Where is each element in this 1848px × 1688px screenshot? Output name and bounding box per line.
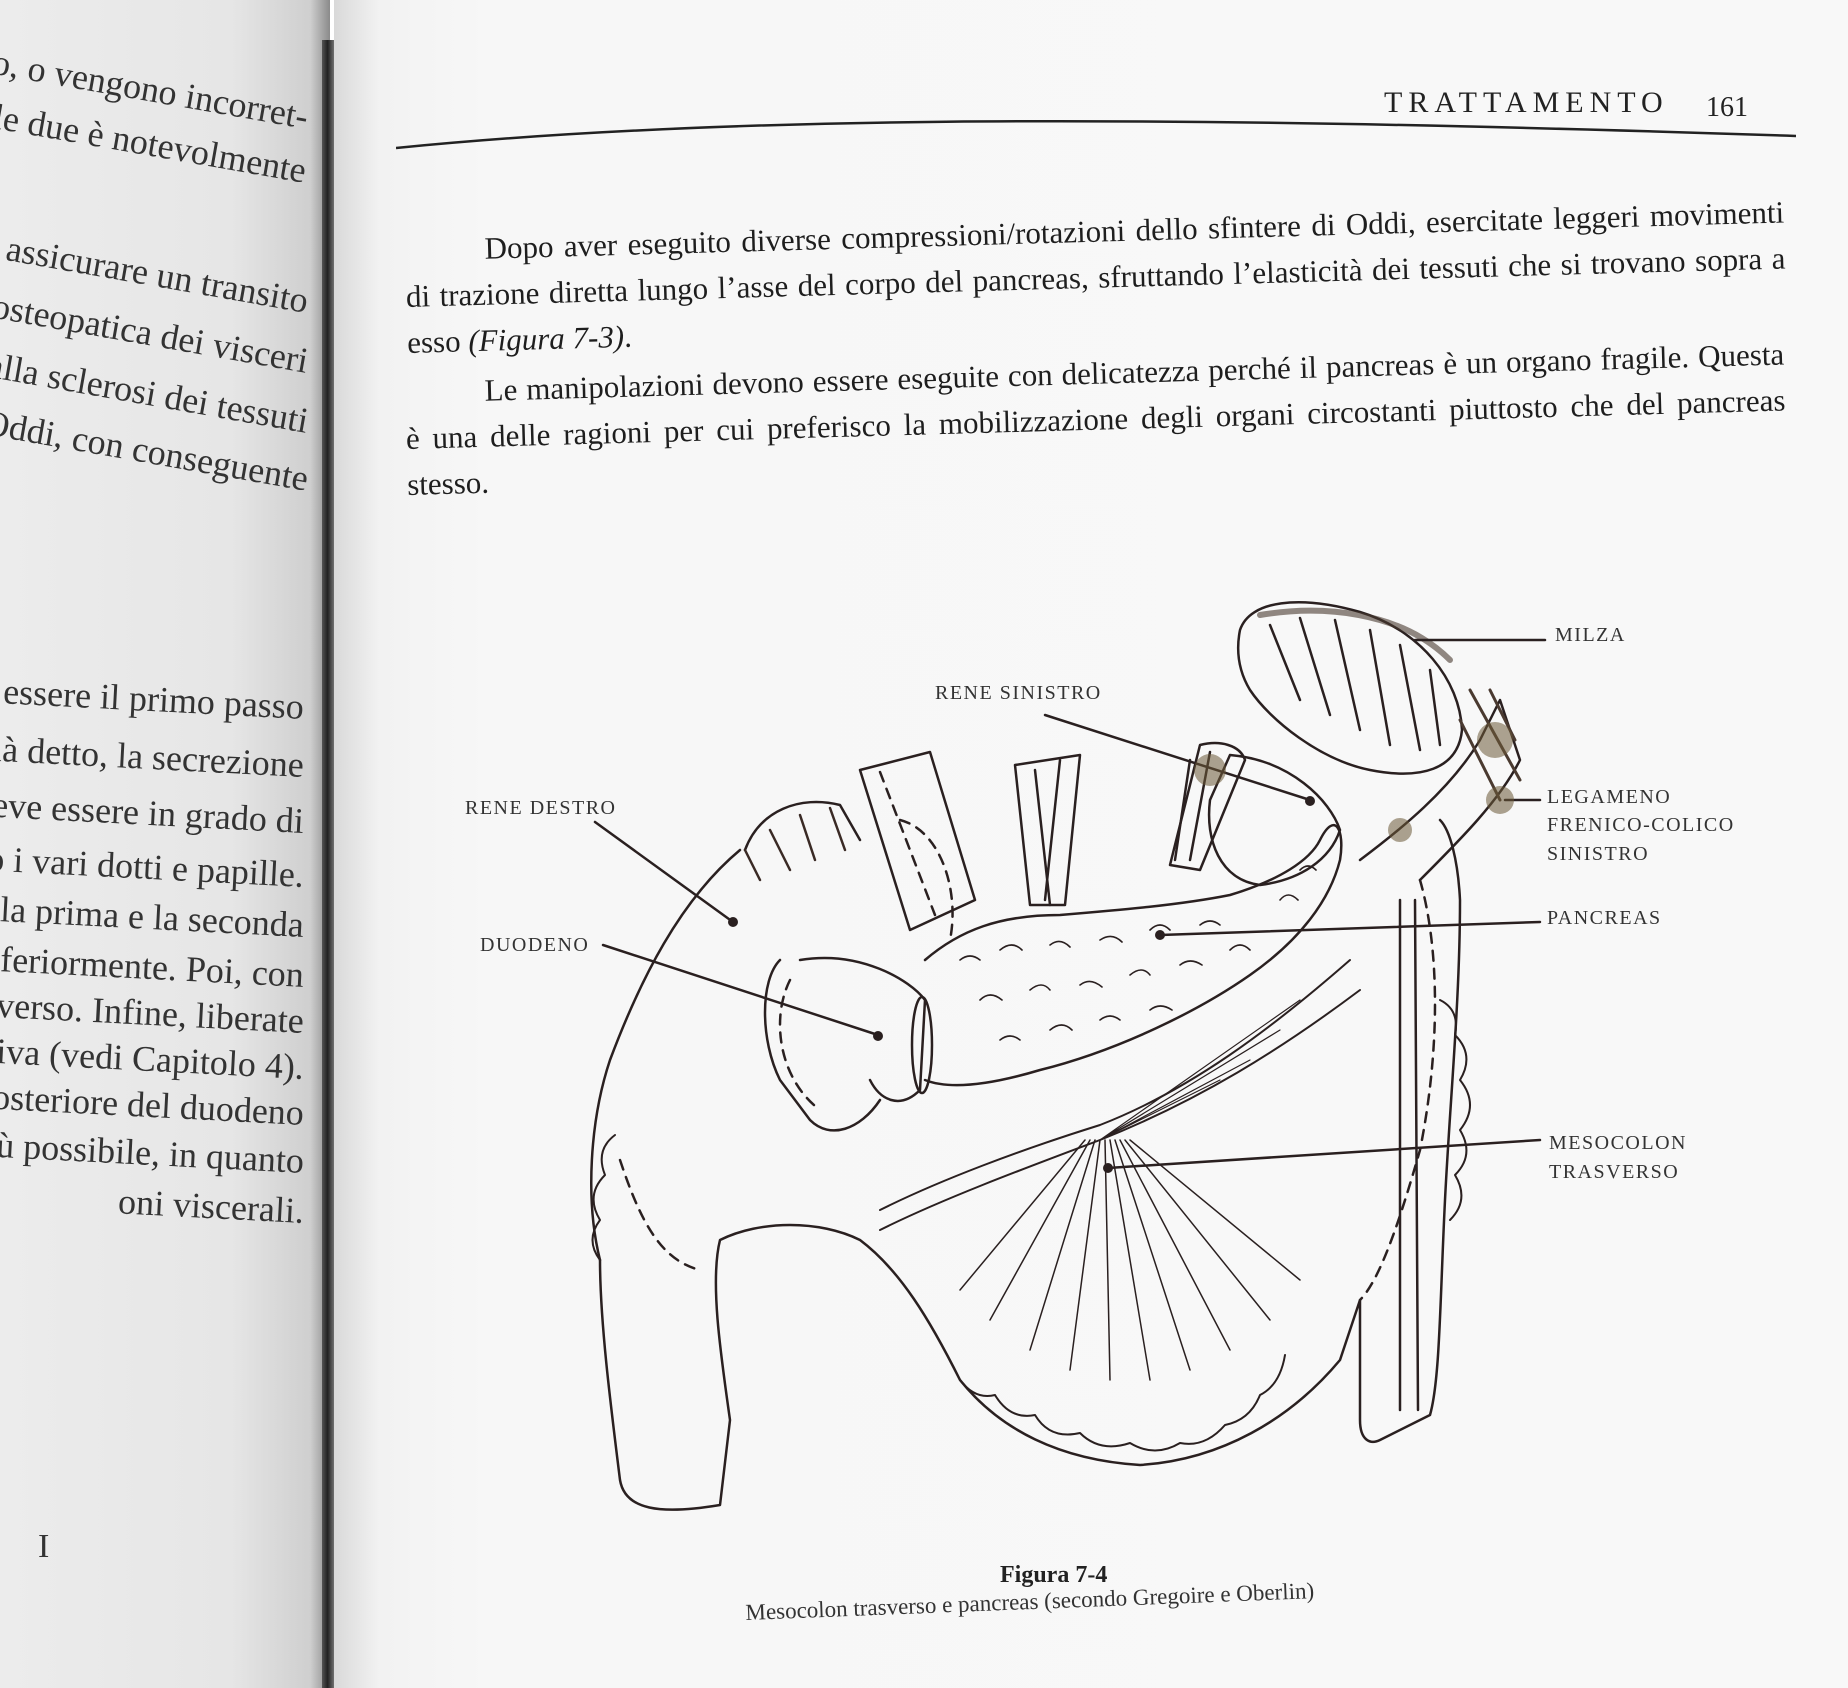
spleen-shape — [1236, 601, 1464, 775]
label-rene-destro: RENE DESTRO — [465, 797, 617, 819]
label-legamento-line-1: LEGAMENO — [1547, 786, 1672, 808]
running-head: TRATTAMENTO — [1384, 86, 1669, 119]
label-duodeno: DUODENO — [480, 934, 590, 956]
label-milza: MILZA — [1555, 624, 1626, 646]
label-mesocolon-line-2: TRASVERSO — [1549, 1161, 1680, 1183]
leader-rene-sinistro — [1043, 713, 1312, 802]
figure-caption-title: Figura 7-4 — [1000, 1562, 1108, 1588]
header-rule — [396, 119, 1796, 150]
label-legamento-line-2: FRENICO-COLICO — [1547, 814, 1735, 836]
leader-rene-destro — [593, 820, 735, 924]
label-legamento-line-3: SINISTRO — [1547, 843, 1650, 865]
leader-mesocolon — [1106, 1138, 1542, 1170]
label-rene-sinistro: RENE SINISTRO — [935, 682, 1102, 704]
label-pancreas: PANCREAS — [1547, 907, 1662, 929]
left-page: ano, o vengono incorret- fra le due è no… — [0, 0, 330, 1688]
leader-pancreas — [1158, 920, 1542, 937]
left-page-mark: I — [38, 1528, 50, 1565]
book-gutter — [322, 40, 336, 1688]
leader-duodeno — [601, 943, 880, 1037]
right-page: TRATTAMENTO 161 Dopo aver eseguito diver… — [334, 0, 1848, 1688]
page-number: 161 — [1706, 92, 1748, 123]
label-mesocolon-line-1: MESOCOLON — [1549, 1132, 1687, 1154]
